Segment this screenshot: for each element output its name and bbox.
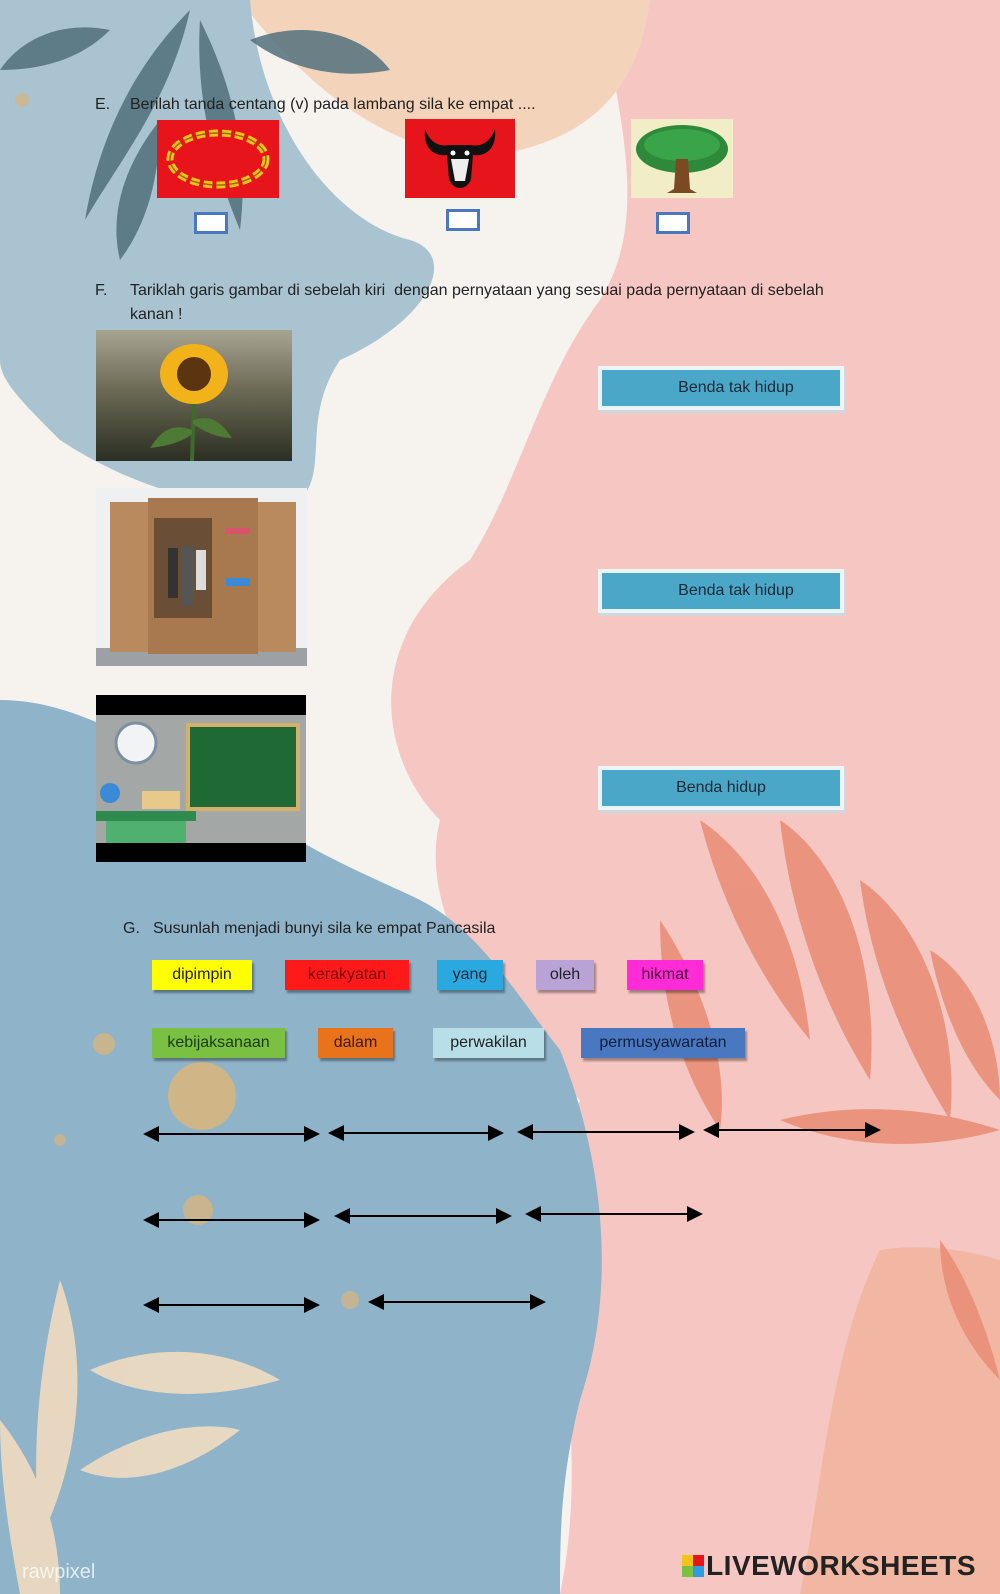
classroom-image[interactable] xyxy=(96,695,306,862)
word-chip-oleh[interactable]: oleh xyxy=(536,960,594,990)
liveworksheets-logo: LIVEWORKSHEETS xyxy=(682,1550,976,1582)
checkbox-tree[interactable] xyxy=(656,212,690,234)
chain-emblem-image xyxy=(157,120,279,198)
logo-icon xyxy=(682,1555,705,1577)
word-chip-yang[interactable]: yang xyxy=(437,960,503,990)
word-chip-kerakyatan[interactable]: kerakyatan xyxy=(285,960,409,990)
bull-head-emblem-image xyxy=(405,119,515,198)
word-chip-perwakilan[interactable]: perwakilan xyxy=(433,1028,544,1058)
banyan-tree-emblem-image xyxy=(631,119,733,198)
word-chip-dipimpin[interactable]: dipimpin xyxy=(152,960,252,990)
answer-box-1[interactable]: Benda tak hidup xyxy=(598,366,844,410)
sunflower-image[interactable] xyxy=(96,330,292,461)
checkbox-bull[interactable] xyxy=(446,209,480,231)
word-chip-hikmat[interactable]: hikmat xyxy=(627,960,703,990)
section-g-question: Susunlah menjadi bunyi sila ke empat Pan… xyxy=(153,920,496,937)
word-chip-kebijaksanaan[interactable]: kebijaksanaan xyxy=(152,1028,285,1058)
rawpixel-watermark: rawpixel xyxy=(22,1561,96,1583)
checkbox-chain[interactable] xyxy=(194,212,228,234)
section-f-number: F. xyxy=(95,282,108,299)
section-e-number: E. xyxy=(95,96,111,113)
section-e-question: Berilah tanda centang (v) pada lambang s… xyxy=(130,96,536,113)
word-chip-dalam[interactable]: dalam xyxy=(318,1028,393,1058)
section-f-question-line2: kanan ! xyxy=(130,306,183,323)
answer-box-2[interactable]: Benda tak hidup xyxy=(598,569,844,613)
section-g-number: G. xyxy=(123,920,140,937)
answer-box-3[interactable]: Benda hidup xyxy=(598,766,844,810)
wardrobe-image[interactable] xyxy=(96,488,307,666)
brand-text: LIVEWORKSHEETS xyxy=(706,1550,976,1581)
section-f-question-line1: Tariklah garis gambar di sebelah kiri de… xyxy=(130,282,824,299)
word-chip-permusyawaratan[interactable]: permusyawaratan xyxy=(581,1028,745,1058)
